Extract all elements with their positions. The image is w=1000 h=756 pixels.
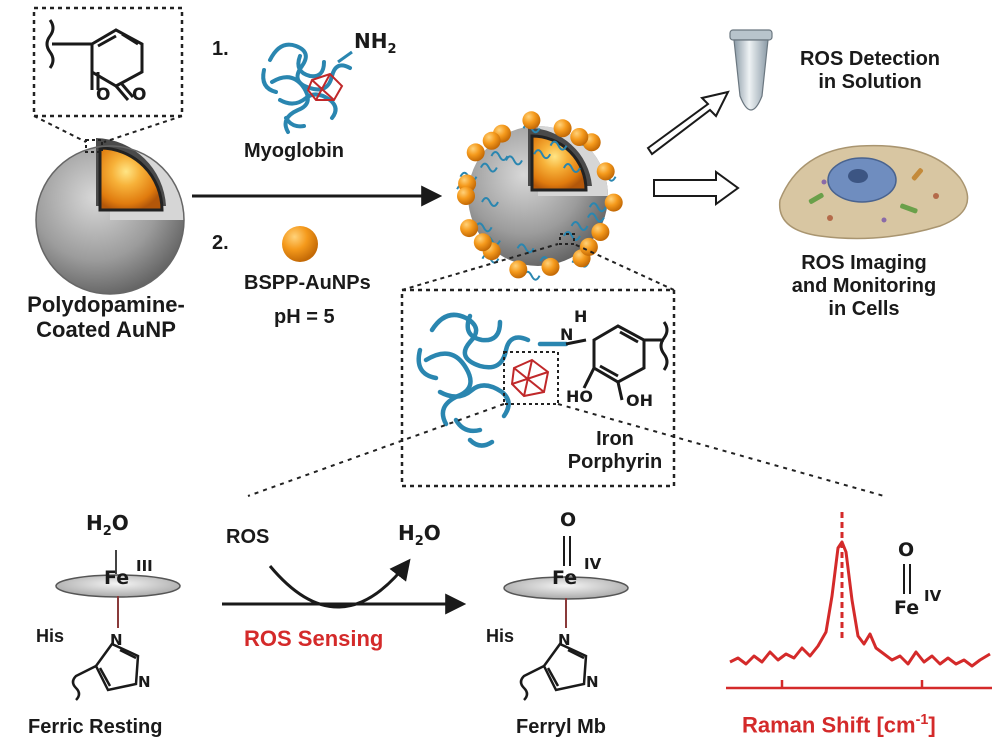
imidazole-n-top-ferryl: N xyxy=(558,631,571,649)
ferryl-oxo-label: O xyxy=(560,509,577,531)
myoglobin-zoom-protein xyxy=(416,312,569,448)
ferric-resting-label: Ferric Resting xyxy=(28,716,163,738)
iron-porphyrin-heme xyxy=(503,351,559,405)
myoglobin-protein-icon xyxy=(261,42,352,134)
surface-myoglobin xyxy=(505,155,523,166)
ros-sensing-label: ROS Sensing xyxy=(244,626,384,651)
surface-gold-nanoparticle xyxy=(460,219,479,238)
fe-resting-label: Fe xyxy=(104,567,130,589)
iron-porphyrin-label: Iron Porphyrin xyxy=(567,428,663,473)
surface-myoglobin xyxy=(533,149,552,160)
spectrum-oxo-label: O xyxy=(898,539,915,561)
tube-icon xyxy=(729,29,773,111)
catechol-structure xyxy=(565,321,669,401)
hydroxyl-oh-label: OH xyxy=(626,391,653,410)
amine-n-label: N xyxy=(560,325,574,344)
surface-gold-nanoparticle xyxy=(522,111,541,130)
step-2-label: 2. xyxy=(212,232,229,254)
surface-gold-nanoparticle xyxy=(604,193,623,212)
surface-myoglobin xyxy=(587,212,605,223)
fe-ferryl-oxidation: IV xyxy=(584,555,602,573)
ros-curved-arrow xyxy=(268,558,411,609)
raman-axis-label: Raman Shift [cm-1] xyxy=(742,712,936,738)
cell-icon xyxy=(778,144,969,240)
his-resting-label: His xyxy=(36,626,65,646)
spectrum-fe-label: Fe xyxy=(894,597,920,619)
surface-gold-nanoparticle xyxy=(466,143,485,162)
surface-myoglobin xyxy=(490,151,509,162)
zoom-line-left xyxy=(247,403,505,497)
surface-myoglobin xyxy=(474,222,493,233)
surface-gold-nanoparticle xyxy=(596,162,615,181)
gold-nanoparticle-icon xyxy=(282,226,318,262)
ros-reagent-label: ROS xyxy=(226,526,270,548)
imidazole-n-top-resting: N xyxy=(110,631,123,649)
surface-myoglobin xyxy=(481,197,499,207)
imidazole-n-bottom-resting: N xyxy=(138,673,151,691)
surface-myoglobin xyxy=(479,162,498,173)
surface-gold-nanoparticle xyxy=(457,187,475,205)
surface-gold-nanoparticle xyxy=(509,260,528,279)
spectrum-ferryl-label xyxy=(903,564,911,594)
quinone-structure xyxy=(45,19,144,101)
ferryl-structure xyxy=(503,536,629,701)
surface-gold-nanoparticle xyxy=(553,119,572,138)
amine-h-label: H xyxy=(574,307,588,326)
conjugate-nanoparticle-icon xyxy=(456,111,623,281)
raman-spectrum xyxy=(726,512,992,690)
his-ferryl-label: His xyxy=(486,626,515,646)
spectrum-fe-oxidation: IV xyxy=(924,587,942,605)
water-product-label: H2O xyxy=(398,521,441,549)
surface-gold-nanoparticle xyxy=(579,237,598,256)
fe-ferryl-label: Fe xyxy=(552,567,578,589)
ros-detection-label: ROS Detection in Solution xyxy=(799,48,941,93)
surface-gold-nanoparticle xyxy=(570,128,589,146)
water-ligand-label: H2O xyxy=(86,511,129,539)
nh2-label: NH2 xyxy=(354,29,397,57)
hydroxyl-ho-label: HO xyxy=(566,387,593,406)
surface-myoglobin xyxy=(570,221,589,231)
zoom-line-right xyxy=(557,403,885,497)
polydopamine-coated-aunp xyxy=(35,138,185,295)
surface-myoglobin xyxy=(563,163,581,174)
surface-myoglobin xyxy=(516,243,535,254)
quinone-zoom-box xyxy=(32,6,184,153)
polydopamine-aunp-label: Polydopamine- Coated AuNP xyxy=(27,292,185,343)
conjugate-zoom-box xyxy=(400,243,676,488)
surface-myoglobin xyxy=(549,140,568,151)
ros-imaging-label: ROS Imaging and Monitoring in Cells xyxy=(791,252,937,320)
ph-label: pH = 5 xyxy=(274,306,335,328)
ferryl-mb-label: Ferryl Mb xyxy=(516,716,607,738)
surface-gold-nanoparticle xyxy=(591,223,610,241)
step-1-label: 1. xyxy=(212,38,229,60)
amine-linker xyxy=(337,50,353,64)
imidazole-n-bottom-ferryl: N xyxy=(586,673,599,691)
surface-gold-nanoparticle xyxy=(482,131,501,150)
arrow-to-imaging xyxy=(653,170,740,206)
myoglobin-label: Myoglobin xyxy=(244,140,344,162)
surface-gold-nanoparticle xyxy=(541,257,560,276)
quinone-oxygen-1: O xyxy=(96,85,111,105)
bspp-aunps-label: BSPP-AuNPs xyxy=(244,272,371,294)
surface-myoglobin xyxy=(563,230,581,241)
ferric-resting-structure xyxy=(55,550,181,701)
surface-myoglobin xyxy=(588,202,607,213)
fe-resting-oxidation: III xyxy=(136,557,153,575)
arrow-to-detection xyxy=(646,90,730,156)
quinone-oxygen-2: O xyxy=(132,85,147,105)
surface-gold-nanoparticle xyxy=(473,233,492,252)
heme-icon xyxy=(306,72,344,101)
